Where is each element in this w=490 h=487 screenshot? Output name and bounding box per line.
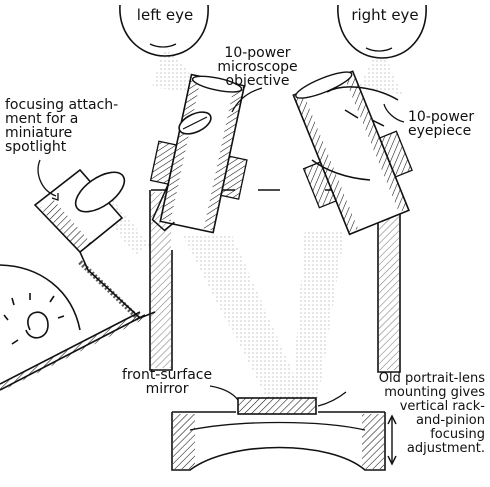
objective-label: 10-power microscope objective bbox=[205, 46, 310, 88]
mounting-label-line: vertical rack- bbox=[399, 399, 485, 414]
spotlight-hatch bbox=[0, 313, 146, 392]
mounting-label-line: focusing bbox=[430, 427, 485, 442]
objective-label-line: microscope bbox=[217, 59, 298, 75]
objective-label-line: 10-power bbox=[224, 45, 291, 61]
eyepiece-label-line: eyepiece bbox=[408, 123, 472, 139]
objective-tube bbox=[149, 73, 248, 234]
eyepiece-label: 10-power eyepiece bbox=[408, 110, 474, 138]
objective-lens bbox=[178, 111, 212, 135]
mounting-label: Old portrait-lens mounting gives vertica… bbox=[340, 372, 485, 456]
focusing-attachment-line: ment for a bbox=[5, 111, 79, 127]
right-eye-label: right eye bbox=[351, 6, 419, 24]
eyepiece-tube bbox=[292, 70, 413, 236]
mirror-label-line: mirror bbox=[145, 381, 189, 397]
lens-mounting-base bbox=[171, 411, 386, 471]
spotlight-attachment bbox=[33, 168, 156, 322]
eyepiece-lenses bbox=[311, 86, 399, 181]
left-eye-label: left eye bbox=[136, 6, 194, 24]
focusing-attachment-line: miniature bbox=[5, 125, 73, 141]
mounting-label-line: Old portrait-lens bbox=[378, 371, 485, 386]
adjustment-arrow bbox=[387, 414, 397, 466]
objective-label-line: objective bbox=[225, 73, 290, 89]
focusing-attachment-line: focusing attach- bbox=[5, 97, 119, 113]
focusing-attachment-label: focusing attach- ment for a miniature sp… bbox=[5, 98, 118, 154]
mounting-label-line: adjustment. bbox=[406, 441, 485, 456]
mounting-label-line: and-pinion bbox=[415, 413, 485, 428]
mirror-label: front-surface mirror bbox=[122, 368, 212, 396]
leader-lines bbox=[37, 87, 405, 407]
mounting-label-line: mounting gives bbox=[384, 385, 485, 400]
housing-walls-hatch bbox=[151, 192, 399, 370]
mirror-label-line: front-surface bbox=[122, 367, 213, 383]
focusing-attachment-line: spotlight bbox=[5, 139, 67, 155]
front-surface-mirror bbox=[237, 397, 317, 415]
eyepiece-label-line: 10-power bbox=[408, 109, 475, 125]
